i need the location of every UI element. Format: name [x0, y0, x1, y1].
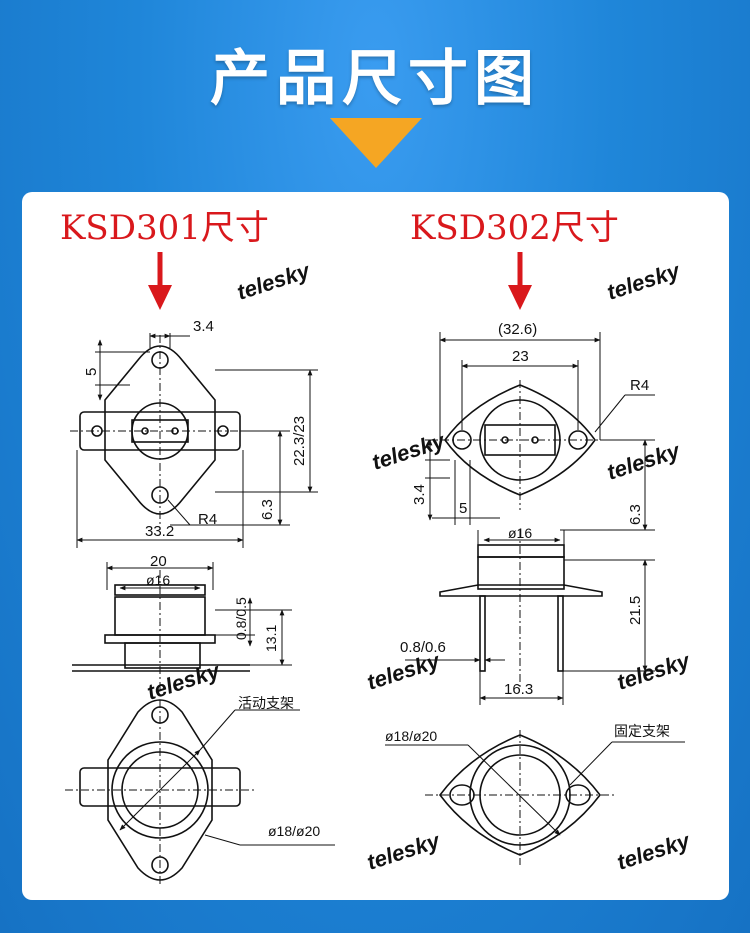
watermark: telesky — [604, 257, 684, 304]
ksd301-title: KSD301尺寸 — [60, 208, 269, 248]
ksd302-dim-16-3: 16.3 — [504, 681, 533, 698]
ksd302-bottom-view — [385, 730, 685, 865]
ksd302-dim-32-6: (32.6) — [498, 321, 537, 338]
ksd301-top-view — [70, 333, 318, 548]
ksd302-dim-r4: R4 — [630, 377, 649, 394]
watermark: telesky — [604, 437, 684, 484]
ksd302-callout-bracket: 固定支架 — [614, 723, 670, 739]
ksd302-title: KSD302尺寸 — [410, 208, 619, 248]
ksd301-dim-16: ø16 — [146, 572, 170, 588]
ksd301-dim-20: 20 — [150, 553, 167, 570]
ksd302-dim-6-3: 6.3 — [627, 504, 644, 525]
ksd301-bottom-view — [65, 699, 335, 885]
watermark: telesky — [364, 827, 444, 874]
ksd302-dim-23: 23 — [512, 348, 529, 365]
watermark: telesky — [369, 427, 449, 474]
ksd301-dim-33-2: 33.2 — [145, 523, 174, 540]
page-title: 产品尺寸图 — [210, 44, 540, 114]
ksd301-pointer-arrow — [148, 252, 172, 310]
ksd302-dim-21-5: 21.5 — [627, 596, 644, 625]
ksd301-dim-0-8: 0.8/0.5 — [233, 597, 249, 640]
ksd301-callout-bracket: 活动支架 — [238, 695, 294, 711]
ksd302-top-view — [425, 332, 655, 531]
ksd302-dim-0-8: 0.8/0.6 — [400, 639, 446, 656]
watermark: telesky — [234, 257, 314, 304]
ksd302-side-view — [405, 530, 655, 705]
ksd301-dim-r4: R4 — [198, 511, 217, 528]
ksd302-dim-5: 5 — [459, 500, 467, 517]
ksd302-dim-18: ø18/ø20 — [385, 728, 437, 744]
ksd302-dim-3-4: 3.4 — [411, 484, 428, 505]
watermark-group: telesky telesky telesky telesky telesky … — [144, 257, 694, 874]
ksd301-dim-18: ø18/ø20 — [268, 823, 320, 839]
ksd302-dim-16: ø16 — [508, 525, 532, 541]
ksd301-dim-22-3: 22.3/23 — [291, 416, 308, 466]
watermark: telesky — [614, 827, 694, 874]
ksd301-dim-3-4: 3.4 — [193, 318, 214, 335]
ksd301-side-view — [72, 562, 292, 690]
ksd301-dim-6-3: 6.3 — [259, 499, 276, 520]
ksd302-pointer-arrow — [508, 252, 532, 310]
ksd301-dim-5: 5 — [83, 368, 100, 376]
ksd301-dim-13-1: 13.1 — [263, 625, 279, 652]
down-arrow-icon — [330, 118, 422, 168]
